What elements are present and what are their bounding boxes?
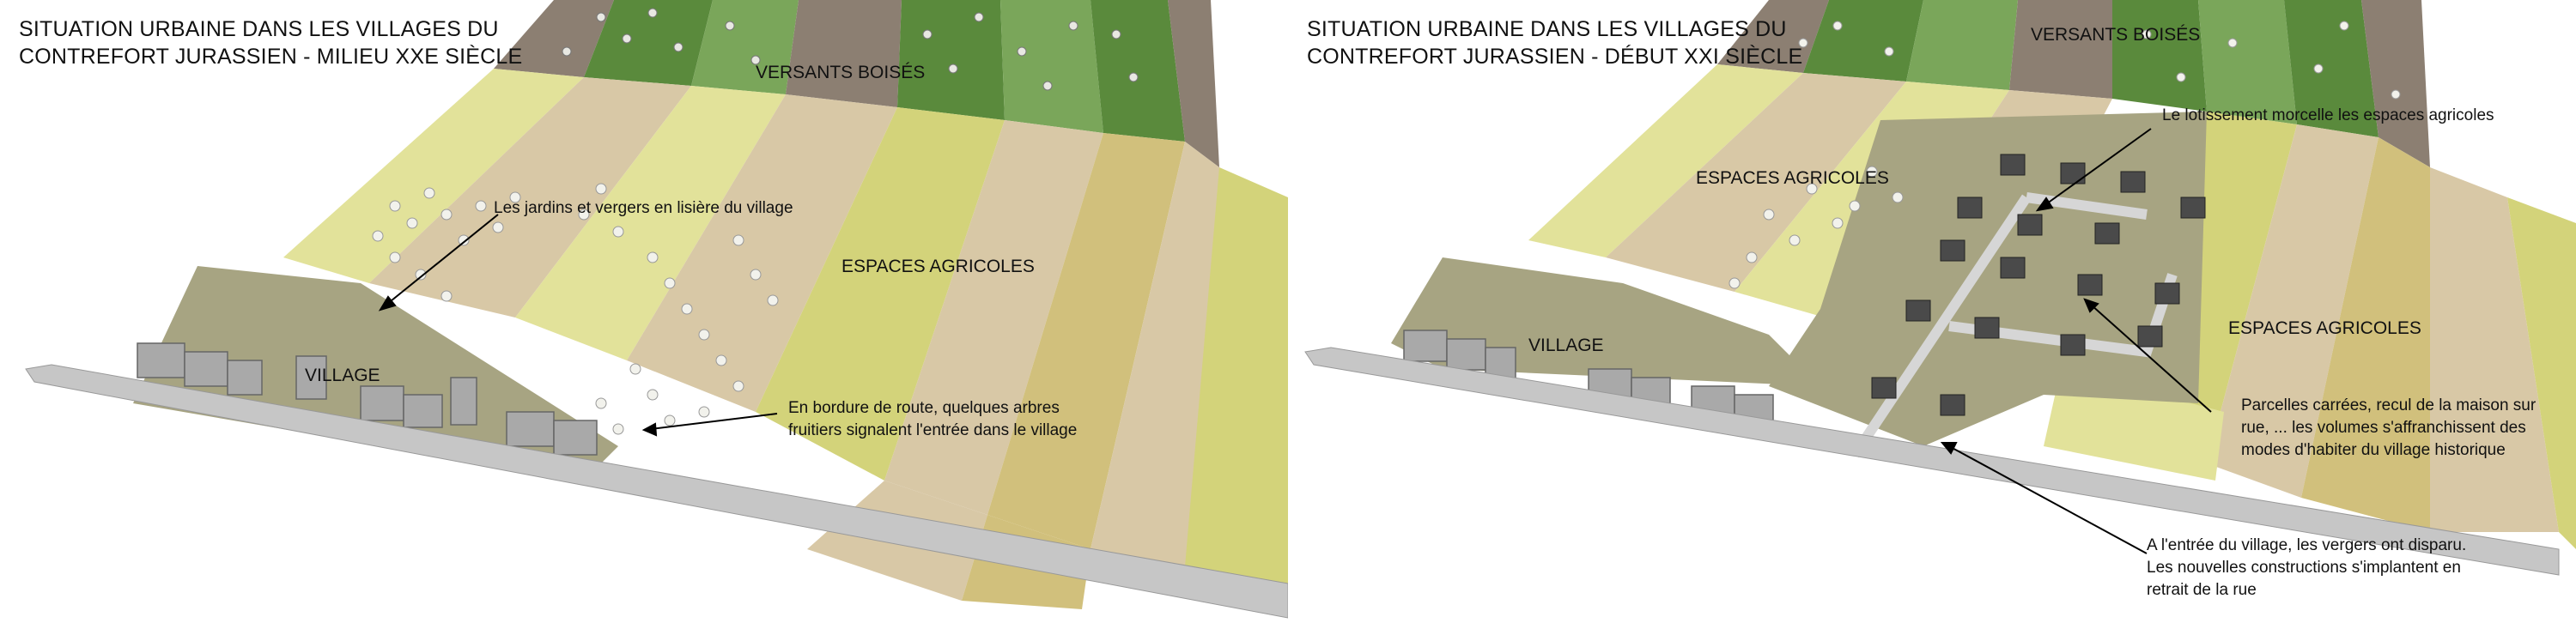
note-entree-line-3: retrait de la rue [2147, 581, 2257, 599]
title-line-2: CONTREFORT JURASSIEN - MILIEU XXE SIÈCLE [19, 45, 523, 69]
title-line-2: CONTREFORT JURASSIEN - DÉBUT XXI SIÈCLE [1307, 45, 1803, 69]
label-espaces-agricoles: ESPACES AGRICOLES [841, 257, 1035, 276]
forested-slopes [1717, 0, 2430, 167]
note-entree-line-2: Les nouvelles constructions s'implantent… [2147, 559, 2461, 577]
title-line-1: SITUATION URBAINE DANS LES VILLAGES DU [19, 17, 499, 41]
label-espaces-agricoles-right: ESPACES AGRICOLES [2228, 318, 2421, 338]
annotation-arrows [1940, 128, 2212, 554]
note-entree-village: A l'entrée du village, les vergers ont d… [2147, 535, 2466, 602]
note-entree-line-1: A l'entrée du village, les vergers ont d… [2147, 536, 2467, 554]
label-versants-boises: VERSANTS BOISÉS [2031, 25, 2201, 45]
note-jardins-vergers: Les jardins et vergers en lisière du vil… [494, 199, 793, 217]
note-parcelles-line-3: modes d'habiter du village historique [2241, 441, 2506, 459]
village-area [133, 266, 618, 481]
title-line-1: SITUATION URBAINE DANS LES VILLAGES DU [1307, 17, 1787, 41]
note-parcelles: Parcelles carrées, recul de la maison su… [2241, 395, 2536, 462]
label-espaces-agricoles-left: ESPACES AGRICOLES [1696, 168, 1889, 188]
note-bordure-line-1: En bordure de route, quelques arbres [788, 399, 1060, 417]
landscape-illustration [25, 0, 1288, 619]
subdivision-area [1769, 112, 2207, 446]
panel-milieu-xxe: SITUATION URBAINE DANS LES VILLAGES DU C… [19, 0, 1288, 619]
note-bordure-line-2: fruitiers signalent l'entrée dans le vil… [788, 421, 1078, 439]
note-bordure-route: En bordure de route, quelques arbres fru… [788, 397, 1077, 442]
village-houses [137, 342, 598, 456]
trees [1728, 21, 2401, 289]
main-road [25, 364, 1288, 619]
panel-title: SITUATION URBAINE DANS LES VILLAGES DU C… [19, 15, 522, 70]
label-village: VILLAGE [1528, 336, 1604, 355]
note-lotissement: Le lotissement morcelle les espaces agri… [2162, 106, 2494, 124]
note-parcelles-line-2: rue, ... les volumes s'affranchissent de… [2241, 419, 2526, 437]
note-parcelles-line-1: Parcelles carrées, recul de la maison su… [2241, 396, 2537, 414]
label-village: VILLAGE [305, 366, 380, 385]
main-road [1304, 347, 2560, 576]
forest-trees [562, 8, 1139, 91]
panel-debut-xxi: SITUATION URBAINE DANS LES VILLAGES DU C… [1288, 0, 2576, 629]
landscape-illustration-modern [1304, 0, 2576, 576]
panel-title: SITUATION URBAINE DANS LES VILLAGES DU C… [1307, 15, 1802, 70]
label-versants-boises: VERSANTS BOISÉS [756, 63, 926, 82]
annotation-arrows [378, 214, 778, 437]
orchard-trees [372, 183, 779, 435]
